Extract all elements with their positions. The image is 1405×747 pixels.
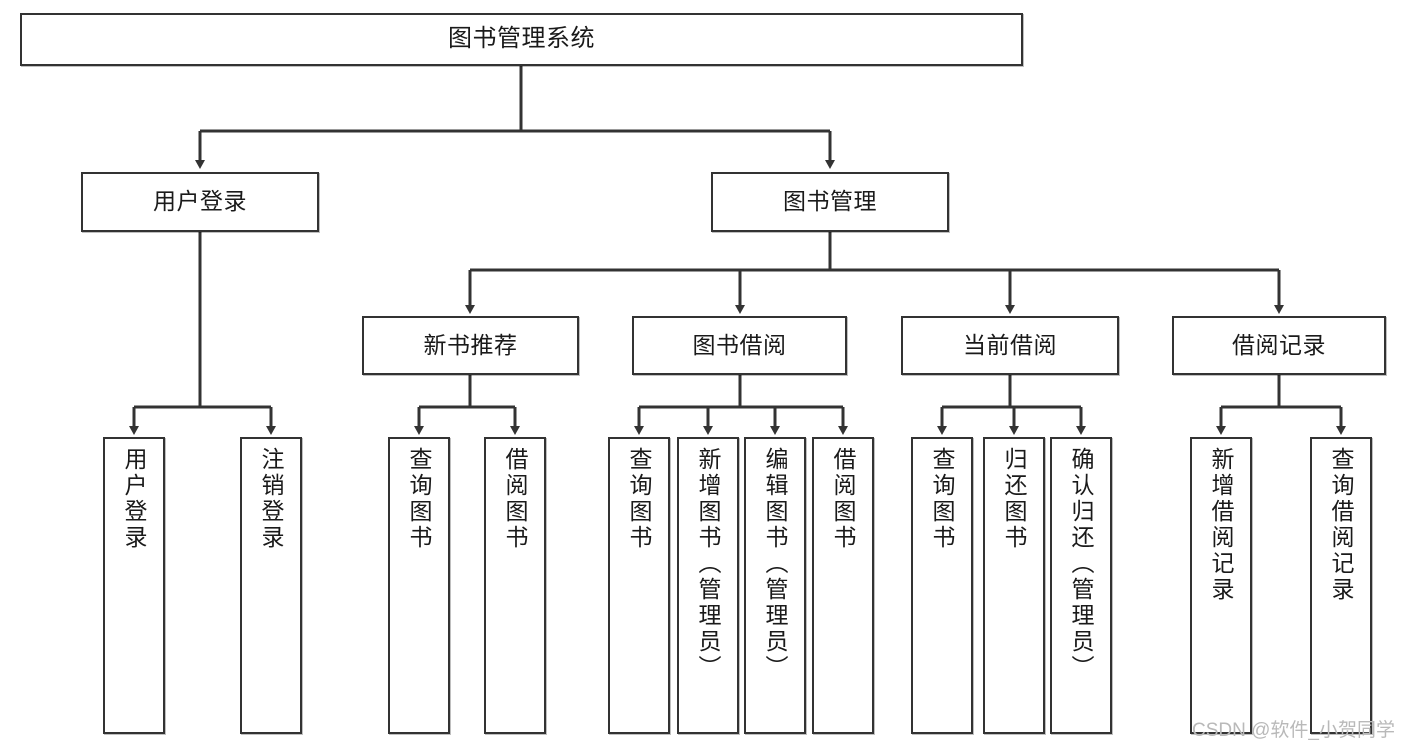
node-leaf-edit-book-label: 编辑图书（管理员）: [762, 447, 789, 681]
node-leaf-query-record-label: 查询借阅记录: [1328, 447, 1355, 603]
node-leaf-add-book[interactable]: 新增图书（管理员）: [677, 437, 739, 734]
node-new-book-rec-label: 新书推荐: [423, 331, 518, 358]
node-user-login[interactable]: 用户登录: [81, 172, 319, 232]
node-leaf-query-book-1[interactable]: 查询图书: [388, 437, 450, 734]
node-current-borrow[interactable]: 当前借阅: [901, 316, 1119, 375]
node-root-label: 图书管理系统: [448, 25, 595, 53]
node-leaf-query-book-3[interactable]: 查询图书: [911, 437, 973, 734]
csdn-watermark: CSDN @软件_小贺同学: [1192, 720, 1395, 741]
node-leaf-logout-label: 注销登录: [258, 447, 285, 551]
node-borrow-record[interactable]: 借阅记录: [1172, 316, 1386, 375]
node-leaf-query-book-1-label: 查询图书: [406, 447, 433, 551]
node-leaf-borrow-book-2-label: 借阅图书: [830, 447, 857, 551]
node-leaf-confirm-return-label: 确认归还（管理员）: [1068, 447, 1095, 681]
edge-book-borrow-to-leaves: [634, 375, 848, 435]
node-leaf-add-record[interactable]: 新增借阅记录: [1190, 437, 1252, 734]
node-leaf-query-record[interactable]: 查询借阅记录: [1310, 437, 1372, 734]
edge-user-login-to-leaves: [129, 232, 276, 435]
node-leaf-add-record-label: 新增借阅记录: [1208, 447, 1235, 603]
node-leaf-logout[interactable]: 注销登录: [240, 437, 302, 734]
node-book-borrow-label: 图书借阅: [692, 331, 787, 358]
node-leaf-query-book-2-label: 查询图书: [626, 447, 653, 551]
node-leaf-confirm-return[interactable]: 确认归还（管理员）: [1050, 437, 1112, 734]
node-current-borrow-label: 当前借阅: [963, 331, 1057, 358]
node-book-borrow[interactable]: 图书借阅: [632, 316, 847, 375]
node-leaf-edit-book[interactable]: 编辑图书（管理员）: [744, 437, 806, 734]
edge-current-borrow-to-leaves: [937, 375, 1086, 435]
node-leaf-user-login[interactable]: 用户登录: [103, 437, 165, 734]
edge-book-manage-to-level3: [465, 232, 1284, 314]
node-leaf-return-book[interactable]: 归还图书: [983, 437, 1045, 734]
edge-new-book-rec-to-leaves: [414, 375, 520, 435]
node-leaf-borrow-book-1-label: 借阅图书: [502, 447, 529, 551]
node-leaf-user-login-label: 用户登录: [121, 447, 148, 551]
node-book-manage[interactable]: 图书管理: [711, 172, 949, 232]
edge-borrow-record-to-leaves: [1216, 375, 1346, 435]
node-leaf-query-book-3-label: 查询图书: [929, 447, 956, 551]
node-book-manage-label: 图书管理: [783, 188, 877, 215]
node-new-book-rec[interactable]: 新书推荐: [362, 316, 579, 375]
node-root[interactable]: 图书管理系统: [20, 13, 1023, 66]
node-leaf-return-book-label: 归还图书: [1001, 447, 1028, 551]
node-leaf-borrow-book-2[interactable]: 借阅图书: [812, 437, 874, 734]
node-leaf-borrow-book-1[interactable]: 借阅图书: [484, 437, 546, 734]
node-user-login-label: 用户登录: [153, 188, 247, 215]
edge-root-to-level2: [195, 66, 835, 169]
node-borrow-record-label: 借阅记录: [1232, 331, 1326, 358]
node-leaf-add-book-label: 新增图书（管理员）: [695, 447, 722, 681]
node-leaf-query-book-2[interactable]: 查询图书: [608, 437, 670, 734]
